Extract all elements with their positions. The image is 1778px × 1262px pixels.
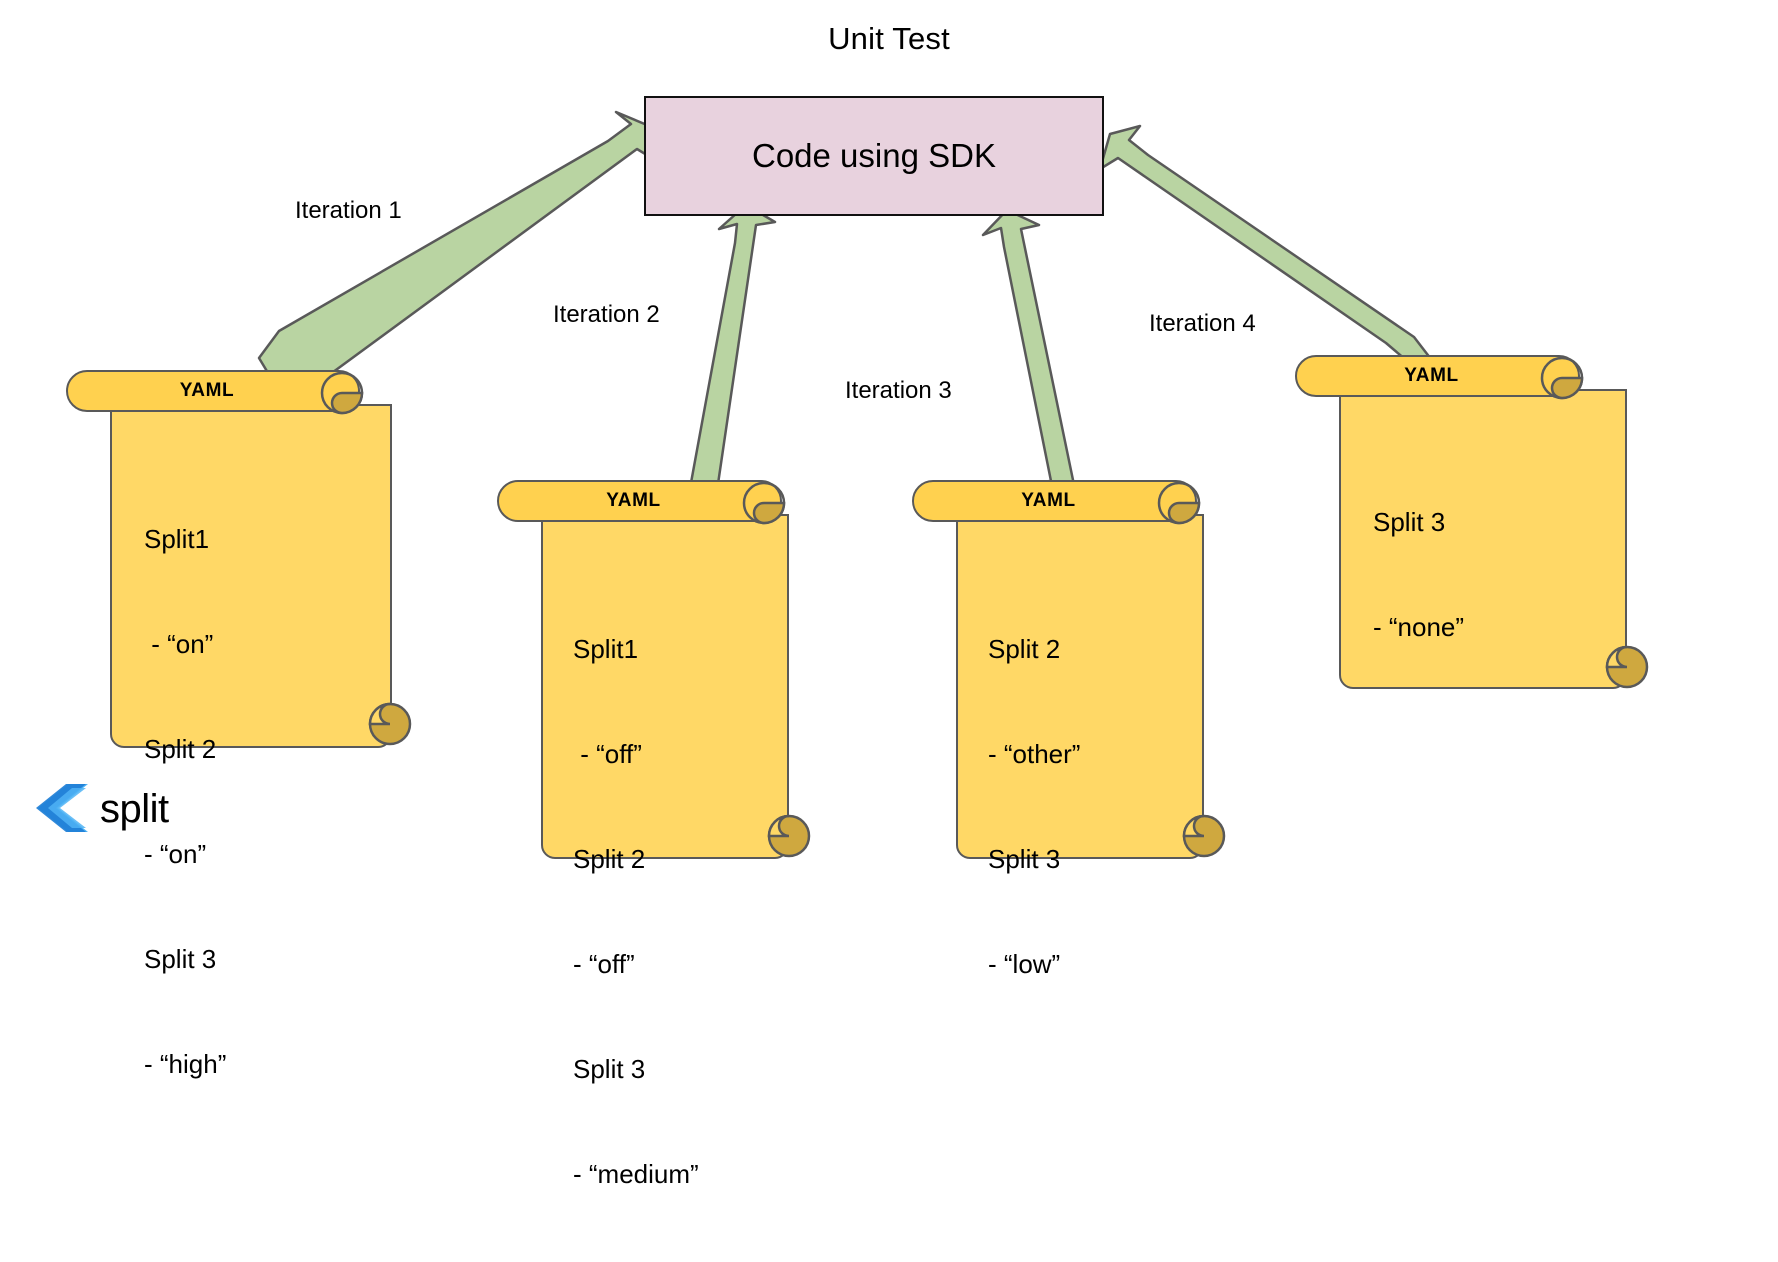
scroll-line: - “low” — [988, 949, 1061, 979]
scroll-line: - “medium” — [573, 1159, 699, 1189]
split-mark-icon — [36, 784, 88, 832]
yaml-scroll-1: YAML Split1 - “on” Split 2 - “on” Split … — [66, 369, 412, 1079]
scroll-line: - “high” — [144, 1049, 227, 1079]
scroll-header-label: YAML — [1404, 365, 1459, 386]
scroll-curl-bottom-icon — [366, 700, 412, 746]
scroll-header: YAML — [1295, 355, 1580, 397]
scroll-text: Split 2 - “other” Split 3 - “low” — [988, 562, 1080, 1052]
scroll-curl-bottom-icon — [1603, 643, 1649, 689]
code-using-sdk-node: Code using SDK — [644, 96, 1104, 216]
scroll-line: Split 2 — [573, 844, 646, 874]
scroll-line: - “on” — [144, 629, 214, 659]
arrow-label-iteration-2: Iteration 2 — [553, 301, 660, 328]
scroll-body — [956, 514, 1204, 859]
scroll-line: Split 3 — [988, 844, 1061, 874]
scroll-line: - “none” — [1373, 612, 1465, 642]
scroll-text: Split1 - “off” Split 2 - “off” Split 3 -… — [573, 562, 699, 1262]
scroll-header: YAML — [912, 480, 1197, 522]
scroll-line: - “on” — [144, 839, 207, 869]
scroll-line: Split1 — [144, 524, 210, 554]
split-logo-text: split — [100, 787, 169, 831]
scroll-line: - “other” — [988, 739, 1081, 769]
scroll-line: Split 2 — [988, 634, 1061, 664]
arrow-iteration-1 — [257, 110, 657, 408]
page-title: Unit Test — [828, 21, 950, 56]
scroll-curl-bottom-icon — [765, 812, 811, 858]
scroll-curl-top-icon — [318, 369, 364, 415]
scroll-line: - “off” — [573, 739, 642, 769]
yaml-scroll-2: YAML Split1 - “off” Split 2 - “off” Spli… — [497, 479, 817, 1189]
scroll-body — [541, 514, 789, 859]
arrow-label-iteration-3: Iteration 3 — [845, 377, 952, 404]
arrow-iteration-3 — [981, 208, 1078, 497]
scroll-curl-top-icon — [1538, 354, 1584, 400]
diagram-canvas: Unit Test Iteration 1 Iteration 2 Iterat… — [36, 21, 1649, 1189]
yaml-scroll-4: YAML Split 3 - “none” — [1295, 354, 1649, 745]
scroll-line: Split 3 — [144, 944, 217, 974]
code-using-sdk-label: Code using SDK — [752, 137, 996, 174]
scroll-line: - “off” — [573, 949, 635, 979]
scroll-body — [1339, 389, 1627, 689]
scroll-line: Split1 — [573, 634, 639, 664]
scroll-header: YAML — [66, 370, 360, 412]
scroll-line: Split 3 — [1373, 507, 1446, 537]
scroll-line: Split 2 — [144, 734, 217, 764]
scroll-header-label: YAML — [1021, 490, 1076, 511]
scroll-curl-top-icon — [740, 479, 786, 525]
scroll-header-label: YAML — [606, 490, 661, 511]
scroll-header-label: YAML — [179, 380, 235, 401]
scroll-line: Split 3 — [573, 1054, 646, 1084]
scroll-text: Split 3 - “none” — [1373, 435, 1464, 715]
scroll-curl-bottom-icon — [1180, 812, 1226, 858]
scroll-header: YAML — [497, 480, 782, 522]
split-logo: split — [36, 782, 169, 834]
arrow-label-iteration-4: Iteration 4 — [1149, 310, 1256, 337]
yaml-scroll-3: YAML Split 2 - “other” Split 3 - “low” — [912, 479, 1232, 979]
arrow-label-iteration-1: Iteration 1 — [295, 197, 402, 224]
scroll-curl-top-icon — [1155, 479, 1201, 525]
scroll-body — [110, 404, 392, 748]
